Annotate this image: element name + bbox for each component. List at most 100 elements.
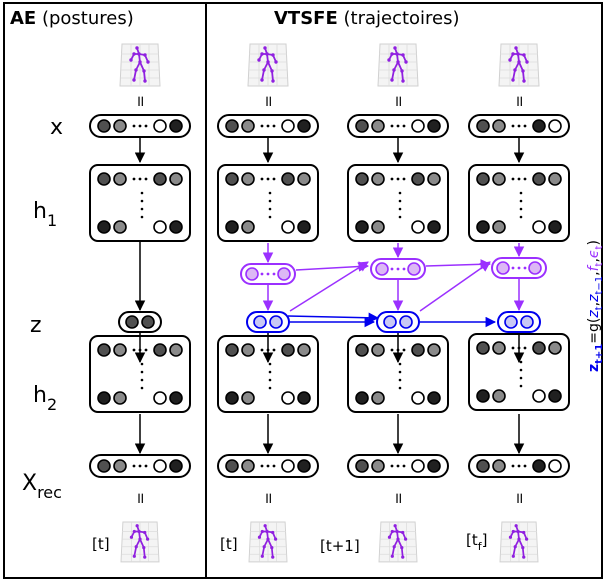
skeleton-icon [498,43,540,87]
skeleton-joint [142,69,146,73]
z-latent-ae [118,311,162,333]
neuron-icon [225,220,239,234]
skeleton-joint [521,69,525,73]
neuron-icon [169,220,183,234]
skeleton-joint [263,46,267,50]
ellipsis-dot [517,177,521,181]
ellipsis-dot [398,378,402,382]
neuron-icon [375,262,389,276]
neuron-icon [399,315,413,329]
skeleton-joint [271,555,275,559]
neuron-icon [492,119,506,133]
neuron-icon [169,172,183,186]
ellipsis-dot [132,464,136,468]
ellipsis-dot [144,124,148,128]
neuron-icon [371,391,385,405]
skeleton-joint [262,545,266,549]
neuron-icon [427,220,441,234]
ellipsis-dot [523,266,527,270]
equals-top-col2: ॥ [394,92,403,110]
ellipsis-dot [140,191,144,195]
equals-top-ae: ॥ [136,92,145,110]
neuron-icon [492,341,506,355]
ellipsis-dot [140,199,144,203]
ellipsis-dot [268,191,272,195]
skeleton-joint [134,68,138,72]
ellipsis-dot [402,348,406,352]
ellipsis-dot [260,177,264,181]
neuron-icon [97,119,111,133]
ellipsis-dot [268,362,272,366]
neuron-icon [241,391,255,405]
neuron-icon [411,220,425,234]
neuron-icon [411,172,425,186]
ellipsis-dot [390,177,394,181]
neuron-icon [153,343,167,357]
ellipsis-dot [260,124,264,128]
ellipsis-dot [402,124,406,128]
input-layer-col1 [217,114,319,138]
skeleton-joint [132,52,136,56]
neuron-icon [281,459,295,473]
skeleton-icon [377,43,419,87]
row-label-h2: h2 [33,383,57,414]
neuron-icon [269,315,283,329]
skeleton-joint [511,529,515,534]
input-layer-ae [89,114,191,138]
neuron-icon [125,315,139,329]
neuron-icon [113,119,127,133]
arrow-z-to-next-f [289,261,369,312]
ellipsis-dot [523,177,527,181]
ellipsis-dot [260,348,264,352]
ellipsis-dot [398,191,402,195]
ellipsis-dot [390,348,394,352]
skeleton-joint [145,537,150,541]
ellipsis-dot [523,464,527,468]
skeleton-icon [247,43,289,87]
neuron-icon [427,343,441,357]
equals-bottom-col2: ॥ [394,489,403,507]
skeleton-joint [135,46,139,50]
neuron-icon [371,172,385,186]
ellipsis-dot [519,207,523,211]
ellipsis-dot [272,464,276,468]
neuron-icon [532,459,546,473]
ellipsis-dot [511,124,515,128]
neuron-icon [476,389,490,403]
neuron-icon [355,119,369,133]
arrow-z-to-next-f [419,261,491,312]
neuron-icon [532,389,546,403]
arrow-f-to-next-f [295,261,370,272]
neuron-icon [141,315,155,329]
neuron-icon [281,343,295,357]
neuron-icon [225,343,239,357]
skeleton-joint [146,60,150,64]
neuron-icon [113,343,127,357]
skeleton-joint [390,52,394,56]
output-layer-ae [89,454,191,478]
skeleton-joint [521,546,525,550]
skeleton-joint [273,537,278,541]
skeleton-joint [143,530,147,535]
neuron-icon [297,172,311,186]
neuron-icon [520,315,534,329]
skeleton-joint [511,78,515,82]
ae-header-rest: (postures) [36,8,134,29]
ellipsis-dot [132,124,136,128]
skeleton-joint [137,529,141,534]
skeleton-joint [392,68,396,72]
equals-top-col3: ॥ [515,92,524,110]
ellipsis-dot [140,362,144,366]
vtsfe-header-rest: (trajectoires) [338,8,460,29]
neuron-icon [476,220,490,234]
skeleton-joint [401,555,405,559]
skeleton-joint [522,555,526,559]
neuron-icon [355,459,369,473]
skeleton-joint [524,537,529,541]
f-latent-col1 [240,263,296,285]
hidden2-layer-col2 [347,335,449,413]
skeleton-icon [499,521,539,563]
row-label-z: z [30,313,42,338]
ellipsis-dot [396,464,400,468]
skeleton-joint [516,529,520,534]
